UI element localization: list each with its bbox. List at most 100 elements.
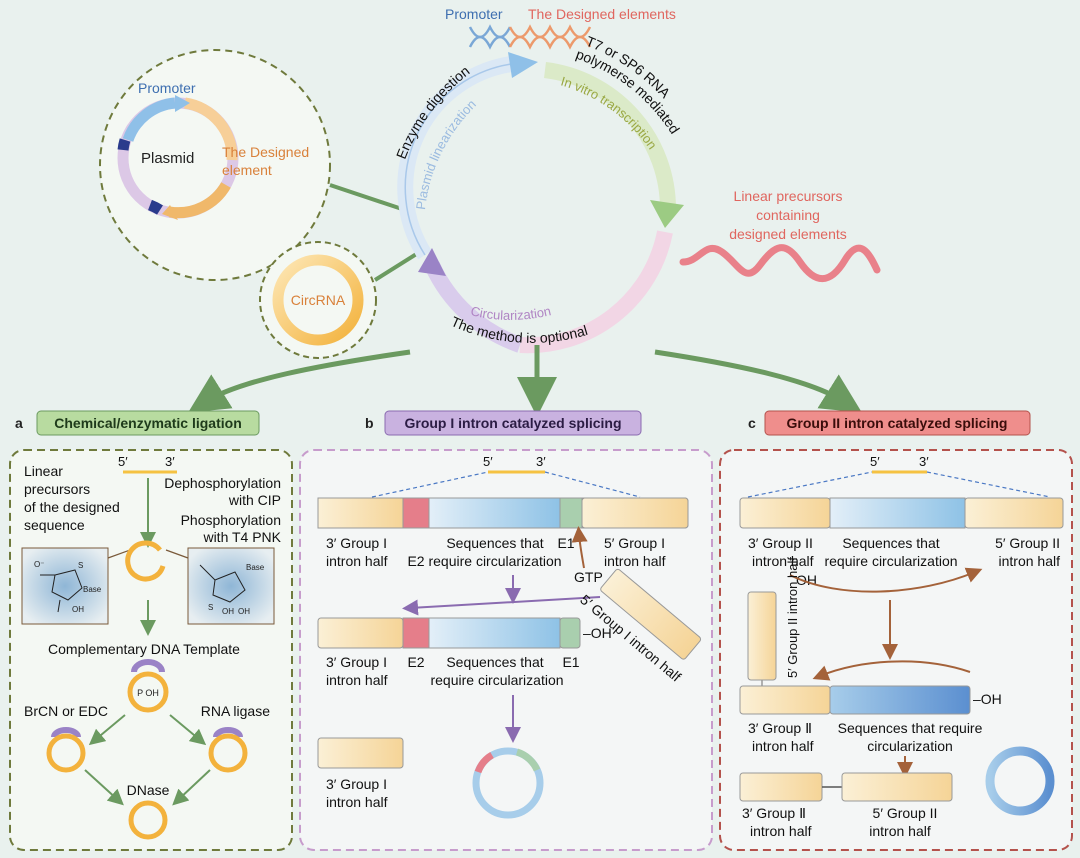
- plasmid-connector: [329, 183, 406, 212]
- right-nucleotide-structure: [187, 547, 275, 625]
- brcn-label: BrCN or EDC: [24, 703, 108, 719]
- circrna-label: CircRNA: [291, 292, 346, 308]
- panel-a-dephos-2: with CIP: [228, 492, 281, 508]
- plasmid-icon: [117, 95, 239, 220]
- vertical-5prime-group2-block: [747, 591, 777, 681]
- p-oh-label: P OH: [137, 688, 159, 698]
- b-half5-1: 5′ Group I: [604, 535, 665, 551]
- open-circle-icon: [125, 540, 166, 582]
- b-oh: –OH: [583, 625, 612, 641]
- b-e1b: E1: [562, 654, 579, 670]
- panel-a-phos-1: Phosphorylation: [181, 512, 281, 528]
- c-half3c-2: intron half: [750, 823, 812, 839]
- b-seqb-2: require circularization: [430, 672, 563, 688]
- right-ligated-circle-icon: [208, 733, 248, 773]
- right-oh-1: OH: [222, 607, 234, 616]
- left-template-icon: [51, 727, 81, 738]
- branch-arrow-c: [654, 349, 862, 413]
- left-base: Base: [83, 585, 102, 594]
- circrna-connector: [373, 251, 420, 282]
- panel-a-three-prime: 3′: [165, 454, 175, 469]
- arrow-to-ligase: [169, 714, 207, 746]
- c-half5-1: 5′ Group II: [995, 535, 1060, 551]
- panel-a-letter: a: [15, 415, 23, 431]
- b-half3c-2: intron half: [326, 794, 388, 810]
- c-half3b-2: intron half: [752, 738, 814, 754]
- excised-5prime-group2-block: [841, 772, 953, 802]
- b-half3-2: intron half: [326, 553, 388, 569]
- c-half3c-1: 3′ Group Ⅱ: [742, 805, 806, 821]
- panel-a-linear-4: sequence: [24, 517, 85, 533]
- panel-b-three-prime: 3′: [536, 454, 546, 469]
- excised-3prime-group2-block: [739, 772, 823, 802]
- b-seq-2: require circularization: [428, 553, 561, 569]
- circrna-ring-icon: [272, 254, 364, 346]
- c-half5c-2: intron half: [869, 823, 931, 839]
- gtp-arrow: [571, 526, 588, 569]
- left-ligated-circle-icon: [46, 733, 86, 773]
- arrow-left-to-dnase: [84, 769, 124, 806]
- circularization-label: Circularization: [469, 303, 552, 323]
- panel-b-five-prime: 5′: [483, 454, 493, 469]
- panel-b-title-box: [384, 410, 642, 436]
- rna-ligase-label: RNA ligase: [201, 703, 270, 719]
- b-e2: E2: [407, 553, 424, 569]
- panel-b-zoom-left: [371, 471, 489, 498]
- linear-rna-squiggle-icon: [679, 244, 881, 282]
- left-sugar-ring-icon: [40, 569, 83, 613]
- panel-c-letter: c: [748, 415, 756, 431]
- left-s: S: [78, 561, 83, 570]
- b-arrow-left: [402, 596, 601, 616]
- panel-a-phos-2: with T4 PNK: [202, 529, 281, 545]
- c-lariat-arrow: [812, 660, 971, 681]
- right-s: S: [208, 603, 213, 612]
- plasmid-promoter-label: Promoter: [138, 80, 196, 96]
- arrow-right-to-dnase: [172, 769, 211, 806]
- right-oh-2: OH: [238, 607, 250, 616]
- panel-c-title-box: [764, 410, 1031, 436]
- c-half3-2: intron half: [752, 553, 814, 569]
- plasmid-label: Plasmid: [141, 150, 194, 167]
- group1-intermediate-bar: [317, 617, 581, 649]
- linear-precursors-label-3: designed elements: [729, 226, 847, 242]
- panel-a-title: Chemical/enzymatic ligation: [54, 415, 242, 431]
- right-sugar-ring-icon: [199, 564, 246, 603]
- panel-c-five-prime: 5′: [870, 454, 880, 469]
- linear-precursors-label-1: Linear precursors: [734, 188, 843, 204]
- left-nucleotide-structure: [21, 547, 109, 625]
- c-half3b-1: 3′ Group Ⅱ: [748, 720, 812, 736]
- b-seq-1: Sequences that: [446, 535, 543, 551]
- b-e2b: E2: [407, 654, 424, 670]
- left-structure-pointer: [107, 549, 131, 559]
- complementary-template-label: Complementary DNA Template: [48, 641, 240, 657]
- c-seq-2: require circularization: [824, 553, 957, 569]
- right-structure-pointer: [165, 549, 189, 559]
- panel-c-title: Group II intron catalyzed splicing: [787, 415, 1008, 431]
- dna-designed-elements-label: The Designed elements: [528, 6, 676, 22]
- template-circle-icon: [127, 671, 169, 713]
- cycle-ring: [397, 52, 684, 354]
- linear-precursors-label-2: containing: [756, 207, 820, 223]
- panel-a-linear-3: of the designed: [24, 499, 120, 515]
- dna-promoter-label: Promoter: [445, 6, 503, 22]
- panel-c-three-prime: 3′: [919, 454, 929, 469]
- right-template-icon: [213, 727, 243, 738]
- final-circrna-a-icon: [128, 800, 168, 840]
- panel-a-linear-2: precursors: [24, 481, 90, 497]
- c-half5-2: intron half: [999, 553, 1061, 569]
- b-half3c-1: 3′ Group I: [326, 776, 387, 792]
- c-seqb-1: Sequences that require: [838, 720, 983, 736]
- b-half5-2: intron half: [604, 553, 666, 569]
- c-oh2: –OH: [973, 691, 1002, 707]
- panel-b-zoom-right: [544, 471, 641, 498]
- b-gtp: GTP: [574, 569, 603, 585]
- panel-a-dephos-1: Dephosphorylation: [164, 475, 281, 491]
- c-half5c-1: 5′ Group II: [873, 805, 938, 821]
- b-half3-1: 3′ Group I: [326, 535, 387, 551]
- panel-c-zoom-left: [747, 471, 873, 498]
- c-seq-1: Sequences that: [842, 535, 939, 551]
- c-half3-1: 3′ Group II: [748, 535, 813, 551]
- panel-b-letter: b: [365, 415, 374, 431]
- group2-circrna-icon: [985, 746, 1055, 816]
